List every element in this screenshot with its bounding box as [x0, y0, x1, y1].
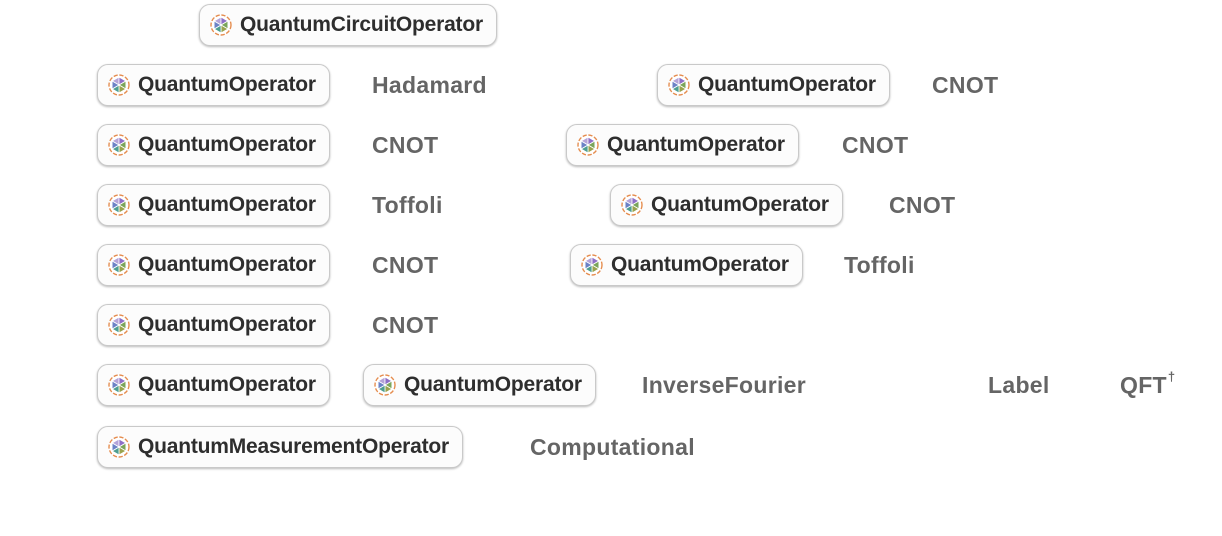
- quantum-paclet-icon: [621, 194, 643, 216]
- token-label: QuantumOperator: [698, 73, 876, 96]
- string-literal-toffoli: Toffoli: [844, 251, 915, 278]
- string-literal-cnot: CNOT: [889, 191, 956, 218]
- quantum-paclet-icon: [581, 254, 603, 276]
- quantum-operator-token[interactable]: QuantumOperator: [97, 184, 330, 226]
- string-literal-qft-dagger: QFT†: [1120, 369, 1176, 398]
- dagger-superscript: †: [1167, 369, 1176, 384]
- quantum-paclet-icon: [577, 134, 599, 156]
- string-literal-toffoli: Toffoli: [372, 191, 443, 218]
- string-literal-label-option: Label: [988, 371, 1050, 398]
- quantum-paclet-icon: [668, 74, 690, 96]
- quantum-operator-token[interactable]: QuantumOperator: [97, 304, 330, 346]
- quantum-paclet-icon: [108, 134, 130, 156]
- quantum-operator-token[interactable]: QuantumOperator: [363, 364, 596, 406]
- token-label: QuantumOperator: [611, 253, 789, 276]
- string-literal-cnot: CNOT: [372, 251, 439, 278]
- token-label: QuantumCircuitOperator: [240, 13, 483, 36]
- token-label: QuantumOperator: [138, 253, 316, 276]
- token-label: QuantumOperator: [138, 193, 316, 216]
- string-literal-inversefourier: InverseFourier: [642, 371, 806, 398]
- quantum-paclet-icon: [108, 314, 130, 336]
- quantum-operator-token[interactable]: QuantumOperator: [610, 184, 843, 226]
- token-label: QuantumOperator: [138, 73, 316, 96]
- string-literal-cnot: CNOT: [842, 131, 909, 158]
- string-literal-hadamard: Hadamard: [372, 71, 487, 98]
- string-literal-cnot: CNOT: [372, 311, 439, 338]
- quantum-operator-token[interactable]: QuantumOperator: [97, 364, 330, 406]
- token-label: QuantumMeasurementOperator: [138, 435, 450, 458]
- token-label: QuantumOperator: [138, 133, 316, 156]
- quantum-operator-token[interactable]: QuantumOperator: [566, 124, 799, 166]
- token-label: QuantumOperator: [404, 373, 582, 396]
- string-literal-cnot: CNOT: [932, 71, 999, 98]
- quantum-paclet-icon: [210, 14, 232, 36]
- string-literal-cnot: CNOT: [372, 131, 439, 158]
- quantum-operator-token[interactable]: QuantumOperator: [657, 64, 890, 106]
- quantum-operator-token[interactable]: QuantumOperator: [97, 124, 330, 166]
- quantum-paclet-icon: [374, 374, 396, 396]
- quantum-measurement-operator-token[interactable]: QuantumMeasurementOperator: [97, 426, 464, 468]
- quantum-paclet-icon: [108, 254, 130, 276]
- token-label: QuantumOperator: [651, 193, 829, 216]
- token-label: QuantumOperator: [607, 133, 785, 156]
- quantum-paclet-icon: [108, 194, 130, 216]
- quantum-circuit-operator-token[interactable]: QuantumCircuitOperator: [199, 4, 497, 46]
- string-literal-computational: Computational: [530, 433, 695, 460]
- quantum-operator-token[interactable]: QuantumOperator: [97, 244, 330, 286]
- quantum-paclet-icon: [108, 436, 130, 458]
- quantum-operator-token[interactable]: QuantumOperator: [97, 64, 330, 106]
- quantum-paclet-icon: [108, 374, 130, 396]
- quantum-operator-token[interactable]: QuantumOperator: [570, 244, 803, 286]
- quantum-paclet-icon: [108, 74, 130, 96]
- token-label: QuantumOperator: [138, 313, 316, 336]
- token-label: QuantumOperator: [138, 373, 316, 396]
